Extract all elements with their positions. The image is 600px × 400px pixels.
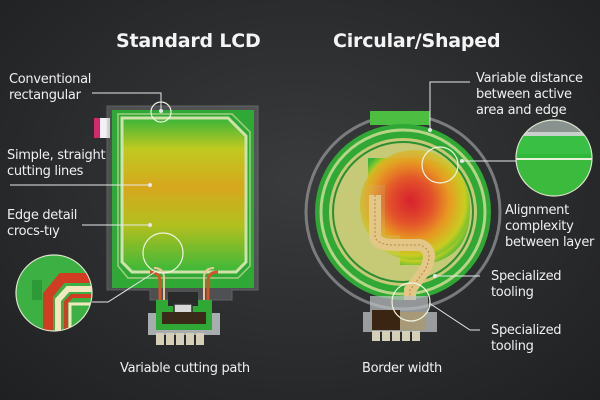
caption-border-width: Border width: [362, 361, 442, 376]
label-specialized-tooling-2: Specialized tooling: [491, 323, 562, 354]
circular-display-panel: [304, 111, 593, 341]
label-simple-straight-cutting-lines: Simple, straight cutting lines: [7, 148, 106, 179]
title-standard-lcd: Standard LCD: [116, 30, 261, 52]
standard-lcd-panel: [15, 101, 259, 345]
label-conventional-rectangular: Conventional rectangular: [9, 72, 92, 103]
caption-variable-cutting-path: Variable cutting path: [120, 361, 250, 376]
label-specialized-tooling-1: Specialized tooling: [491, 269, 562, 300]
title-circular-shaped: Circular/Shaped: [333, 30, 501, 52]
label-edge-detail: Edge detail crocs-tıy: [7, 208, 78, 239]
label-variable-distance: Variable distance between active area an…: [476, 71, 583, 118]
label-alignment-complexity: Alignment complexity between layer: [505, 203, 595, 250]
